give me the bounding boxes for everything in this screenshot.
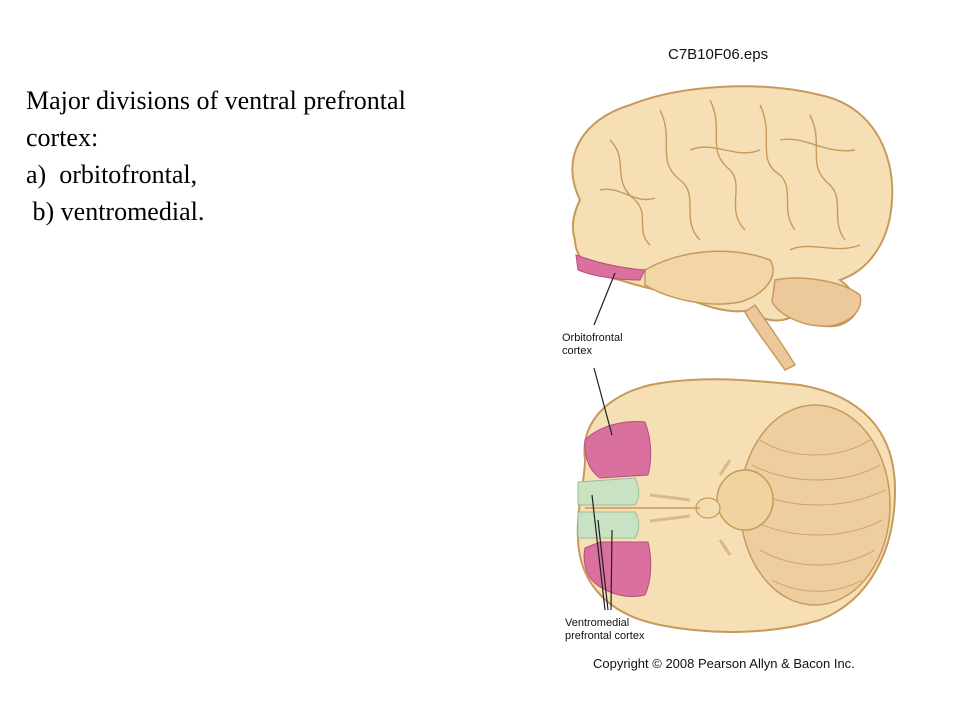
ventral-nerves	[649, 459, 732, 556]
lateral-brainstem	[744, 303, 797, 371]
lateral-temporal-lobe	[644, 250, 774, 305]
lateral-orbitofrontal-region	[575, 254, 646, 281]
text-line-4: b) ventromedial.	[26, 197, 205, 226]
orbitofrontal-label-line-1: Orbitofrontal	[562, 332, 623, 344]
ventromedial-label-line-2: prefrontal cortex	[565, 630, 645, 642]
leader-ventromedial-3	[610, 529, 613, 611]
lateral-brain-view	[571, 85, 894, 371]
ventromedial-label: Ventromedial prefrontal cortex	[565, 617, 644, 643]
ventral-orbitofrontal-upper	[584, 421, 652, 479]
leader-ventromedial-2	[597, 519, 609, 611]
slide-body-text: Major divisions of ventral prefrontal co…	[26, 82, 526, 230]
lateral-cerebellum	[771, 277, 862, 327]
ventral-ventromedial-lower	[577, 511, 640, 539]
leader-ventromedial-1	[591, 494, 606, 611]
ventral-orbitofrontal-lower	[583, 541, 652, 597]
orbitofrontal-label-line-2: cortex	[562, 345, 592, 357]
text-line-2: cortex:	[26, 123, 99, 152]
copyright-notice: Copyright © 2008 Pearson Allyn & Bacon I…	[593, 656, 855, 671]
ventral-ventromedial-upper	[577, 477, 640, 506]
orbitofrontal-label: Orbitofrontal cortex	[562, 332, 623, 358]
ventral-brain-view	[576, 378, 897, 633]
leader-lines	[591, 272, 616, 611]
lateral-gyri	[599, 99, 861, 251]
ventral-cerebellum-folia	[749, 439, 886, 592]
brain-figure	[571, 85, 897, 633]
text-line-1: Major divisions of ventral prefrontal	[26, 86, 406, 115]
ventral-brainstem	[716, 469, 774, 531]
leader-orbitofrontal-bottom	[593, 367, 613, 436]
text-line-3: a) orbitofrontal,	[26, 160, 198, 189]
figure-file-id: C7B10F06.eps	[668, 46, 769, 63]
ventromedial-label-line-1: Ventromedial	[565, 617, 630, 629]
leader-orbitofrontal-top	[593, 272, 616, 326]
